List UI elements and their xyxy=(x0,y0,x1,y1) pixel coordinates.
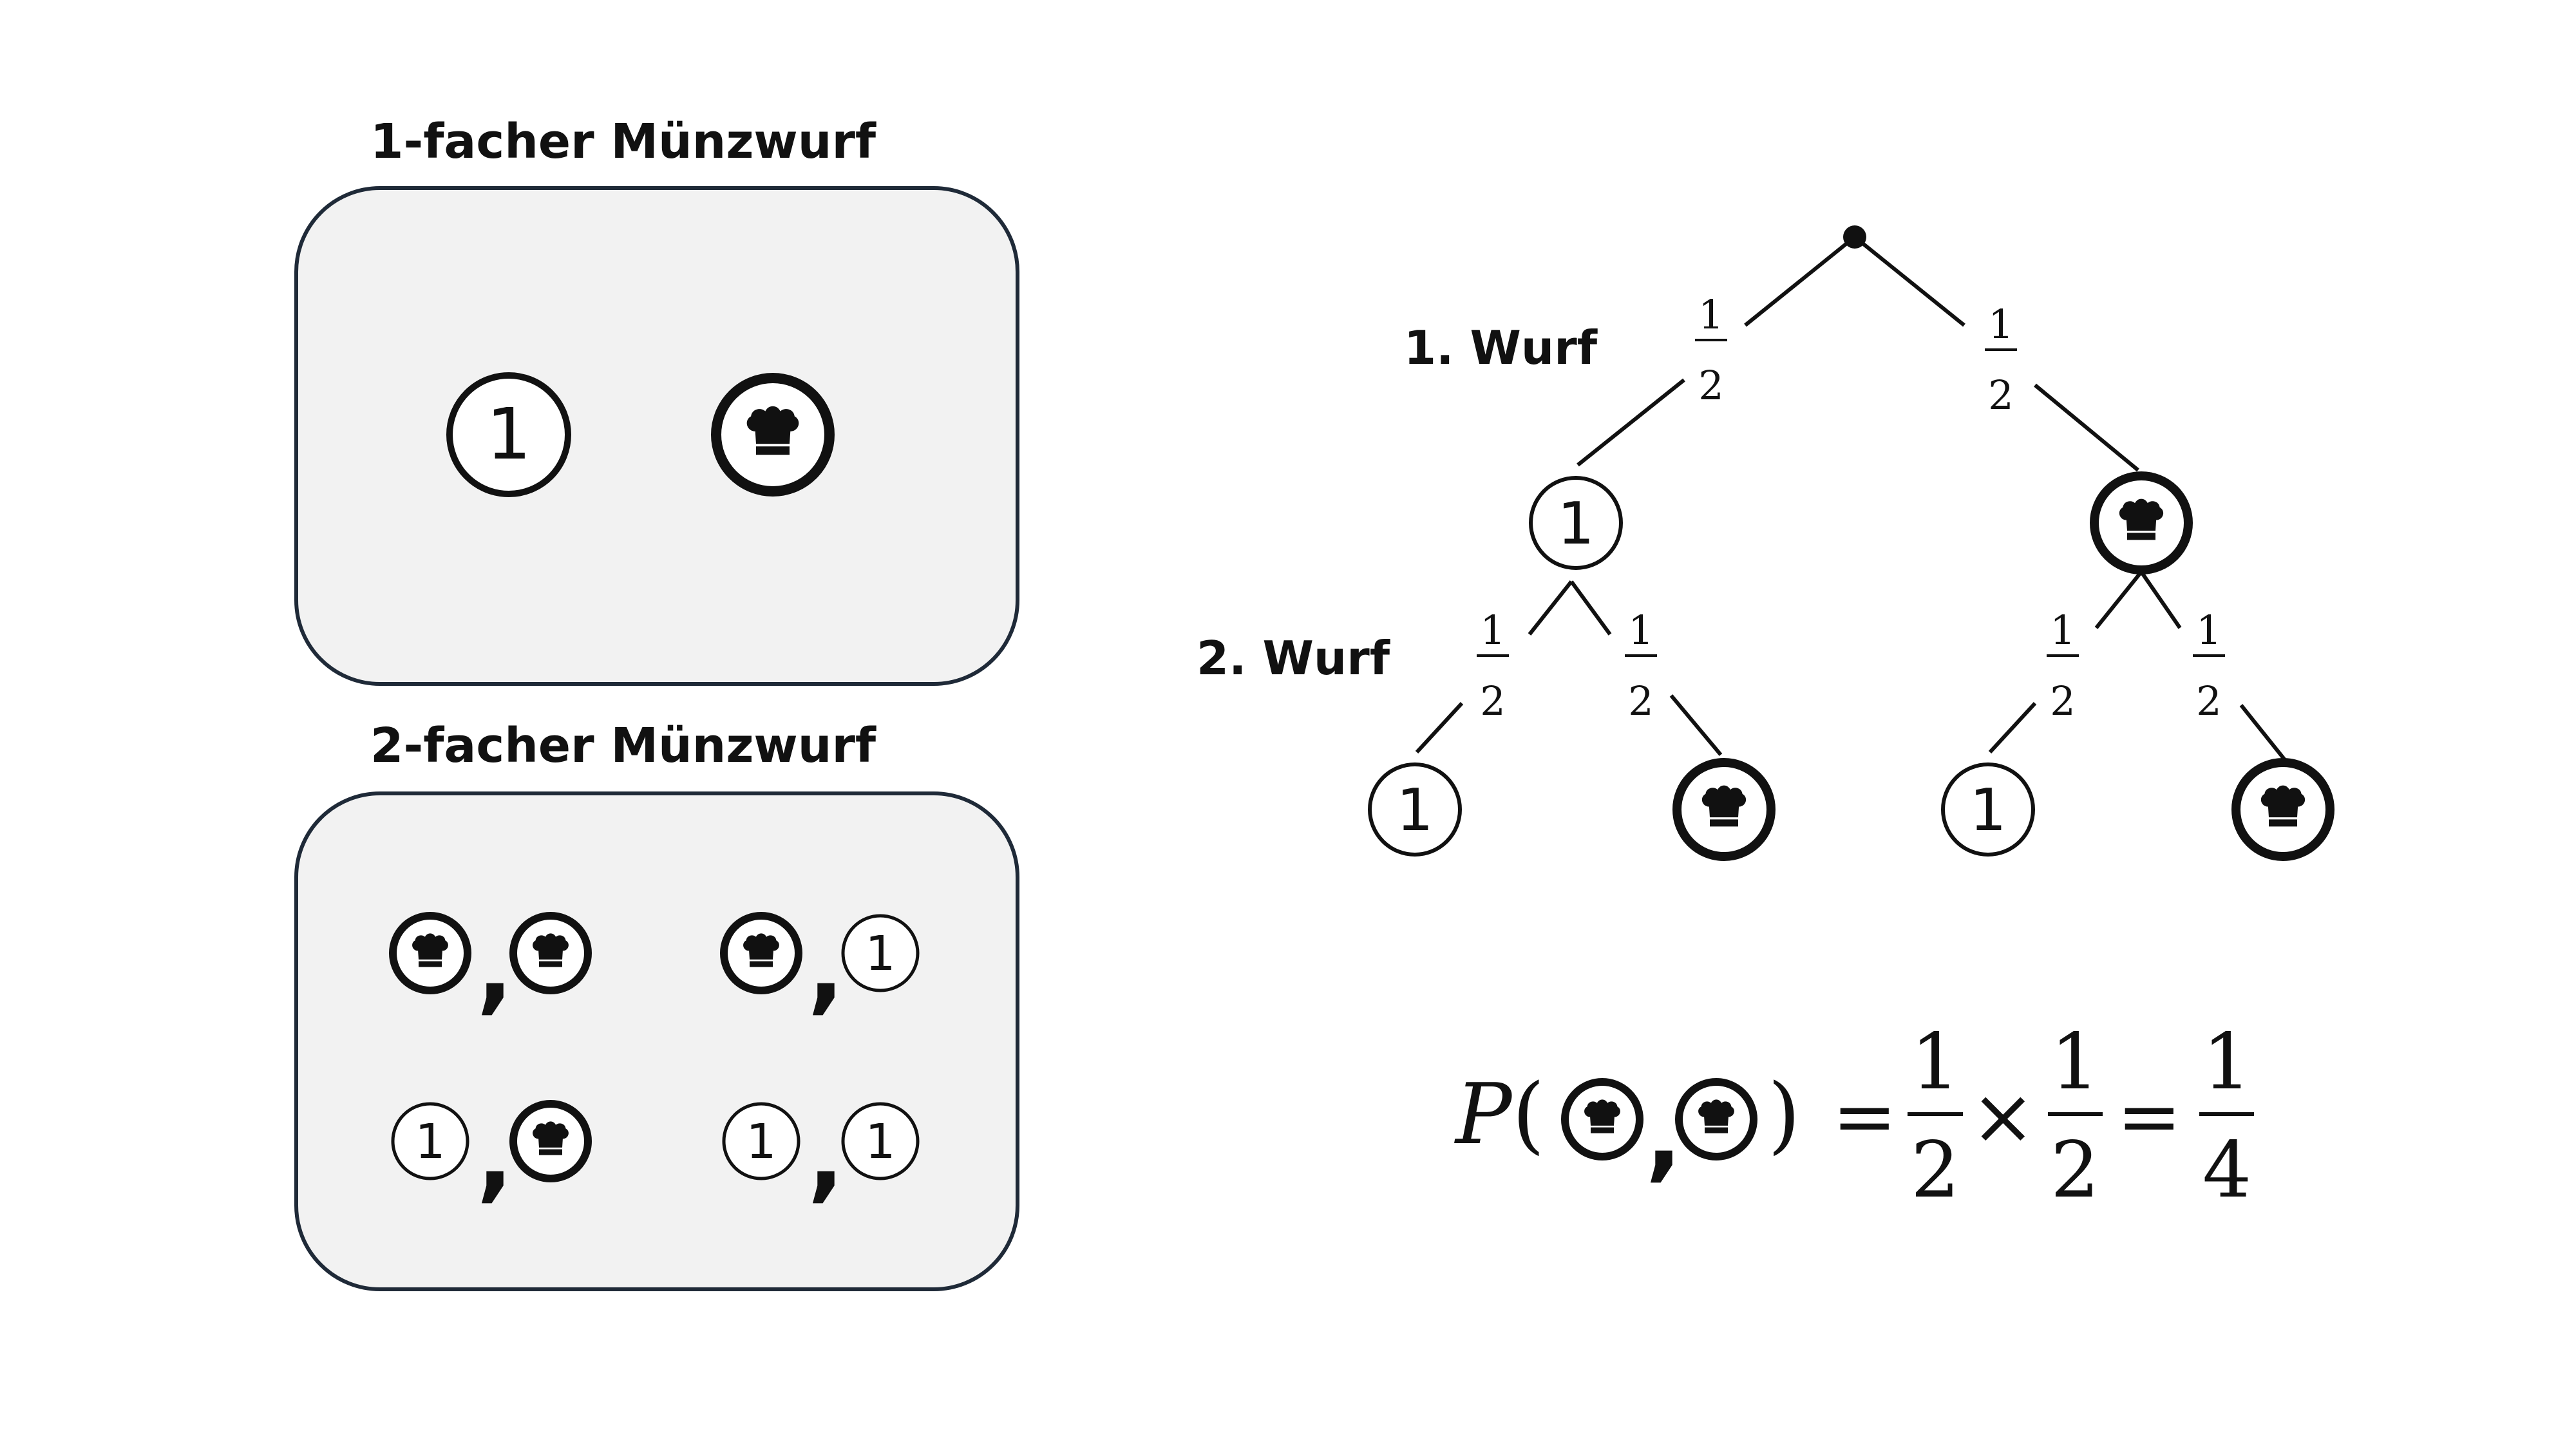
tree-edge xyxy=(1988,701,2037,754)
single-throw-title: 1-facher Münzwurf xyxy=(370,114,876,169)
outcome-head-head: , xyxy=(389,912,592,1025)
svg-text:2: 2 xyxy=(2196,677,2221,724)
formula-open-paren: ( xyxy=(1512,1065,1545,1163)
chef-hat-coin-icon xyxy=(1561,1078,1643,1160)
svg-text:1: 1 xyxy=(2196,607,2221,654)
tree-edge xyxy=(2094,571,2143,629)
chef-hat-coin-icon xyxy=(509,1100,592,1182)
double-throw-title: 2-facher Münzwurf xyxy=(370,718,876,773)
formula-equals-2: = xyxy=(2117,1072,2182,1162)
result-denominator: 4 xyxy=(2202,1126,2251,1215)
tree-edge xyxy=(2139,571,2182,629)
tree-root xyxy=(1843,225,1866,249)
tree-leaf-chef-hat-icon xyxy=(1672,758,1776,861)
tree-node-number-icon: 1 xyxy=(1529,476,1623,570)
svg-text:1: 1 xyxy=(2050,607,2075,654)
single-throw-panel xyxy=(294,186,1019,686)
svg-text:1: 1 xyxy=(1396,777,1433,844)
edge-prob-2-lr: 1 2 xyxy=(1625,607,1657,724)
edge-prob-1-right: 1 2 xyxy=(1985,301,2017,419)
tree-edge xyxy=(1744,235,1856,327)
edge-prob-2-rl: 1 2 xyxy=(2047,607,2079,724)
fraction1-numerator: 1 xyxy=(1911,1018,1960,1107)
svg-text:2: 2 xyxy=(1698,362,1723,409)
tree-edge xyxy=(2239,704,2287,761)
tree-node-chef-hat-icon xyxy=(2090,471,2193,574)
svg-text:1: 1 xyxy=(1698,291,1723,338)
probability-tree xyxy=(1415,235,2287,761)
outcome-head-number: , 1 xyxy=(720,912,920,1025)
chef-hat-coin-icon xyxy=(509,912,592,994)
svg-text:1: 1 xyxy=(865,926,895,981)
fraction2-numerator: 1 xyxy=(2050,1018,2099,1107)
svg-text:1: 1 xyxy=(486,393,531,475)
tree-leaf-chef-hat-icon xyxy=(2231,758,2334,861)
fraction1-denominator: 2 xyxy=(1911,1126,1960,1215)
edge-prob-1-left: 1 2 xyxy=(1695,291,1727,409)
tree-edge xyxy=(1669,694,1723,756)
svg-text:1: 1 xyxy=(1480,607,1505,654)
probability-formula: P ( , ) = 1 2 × 1 2 = 1 4 xyxy=(1454,1018,2254,1215)
tree-edge xyxy=(1853,235,1965,327)
svg-text:1: 1 xyxy=(1628,607,1653,654)
chef-hat-coin-icon xyxy=(720,912,802,994)
tree-edge xyxy=(1569,580,1612,636)
second-throw-label: 2. Wurf xyxy=(1197,631,1390,685)
comma: , xyxy=(1645,1080,1682,1192)
tree-edge xyxy=(1577,378,1685,467)
number-coin-icon: 1 xyxy=(446,372,571,497)
comma: , xyxy=(477,1101,513,1213)
edge-prob-2-rr: 1 2 xyxy=(2193,607,2225,724)
tree-edge xyxy=(2034,383,2139,472)
svg-text:2: 2 xyxy=(1628,677,1653,724)
edge-prob-2-ll: 1 2 xyxy=(1477,607,1509,724)
svg-text:2: 2 xyxy=(2050,677,2075,724)
comma: , xyxy=(477,913,513,1025)
number-coin-icon: 1 xyxy=(841,914,920,992)
svg-text:2: 2 xyxy=(1480,677,1505,724)
chef-hat-coin-icon xyxy=(389,912,471,994)
first-throw-label: 1. Wurf xyxy=(1404,321,1598,375)
formula-equals-1: = xyxy=(1832,1072,1897,1162)
svg-text:1: 1 xyxy=(1988,301,2013,348)
result-numerator: 1 xyxy=(2202,1018,2251,1107)
chef-hat-coin-icon xyxy=(1675,1078,1757,1160)
comma: , xyxy=(808,913,844,1025)
number-coin-icon: 1 xyxy=(841,1102,920,1180)
svg-text:2: 2 xyxy=(1988,372,2013,419)
tree-leaf-number-icon: 1 xyxy=(1941,762,2035,857)
svg-text:1: 1 xyxy=(746,1114,776,1170)
chef-hat-coin-icon xyxy=(711,373,835,497)
number-coin-icon: 1 xyxy=(391,1102,469,1180)
formula-p: P xyxy=(1454,1065,1513,1163)
outcome-number-number: 1 , 1 xyxy=(722,1101,920,1213)
tree-leaf-number-icon: 1 xyxy=(1368,762,1462,857)
formula-times: × xyxy=(1971,1072,2036,1162)
tree-edge xyxy=(1528,580,1573,636)
outcome-number-head: 1 , xyxy=(391,1100,592,1213)
svg-text:1: 1 xyxy=(865,1114,895,1170)
double-throw-panel xyxy=(294,791,1019,1291)
number-coin-icon: 1 xyxy=(722,1102,800,1180)
formula-close-paren: ) xyxy=(1768,1065,1801,1163)
svg-text:1: 1 xyxy=(1557,490,1594,558)
tree-edge xyxy=(1415,701,1464,754)
comma: , xyxy=(808,1101,844,1213)
svg-text:1: 1 xyxy=(1969,777,2006,844)
fraction2-denominator: 2 xyxy=(2050,1126,2099,1215)
svg-text:1: 1 xyxy=(415,1114,445,1170)
